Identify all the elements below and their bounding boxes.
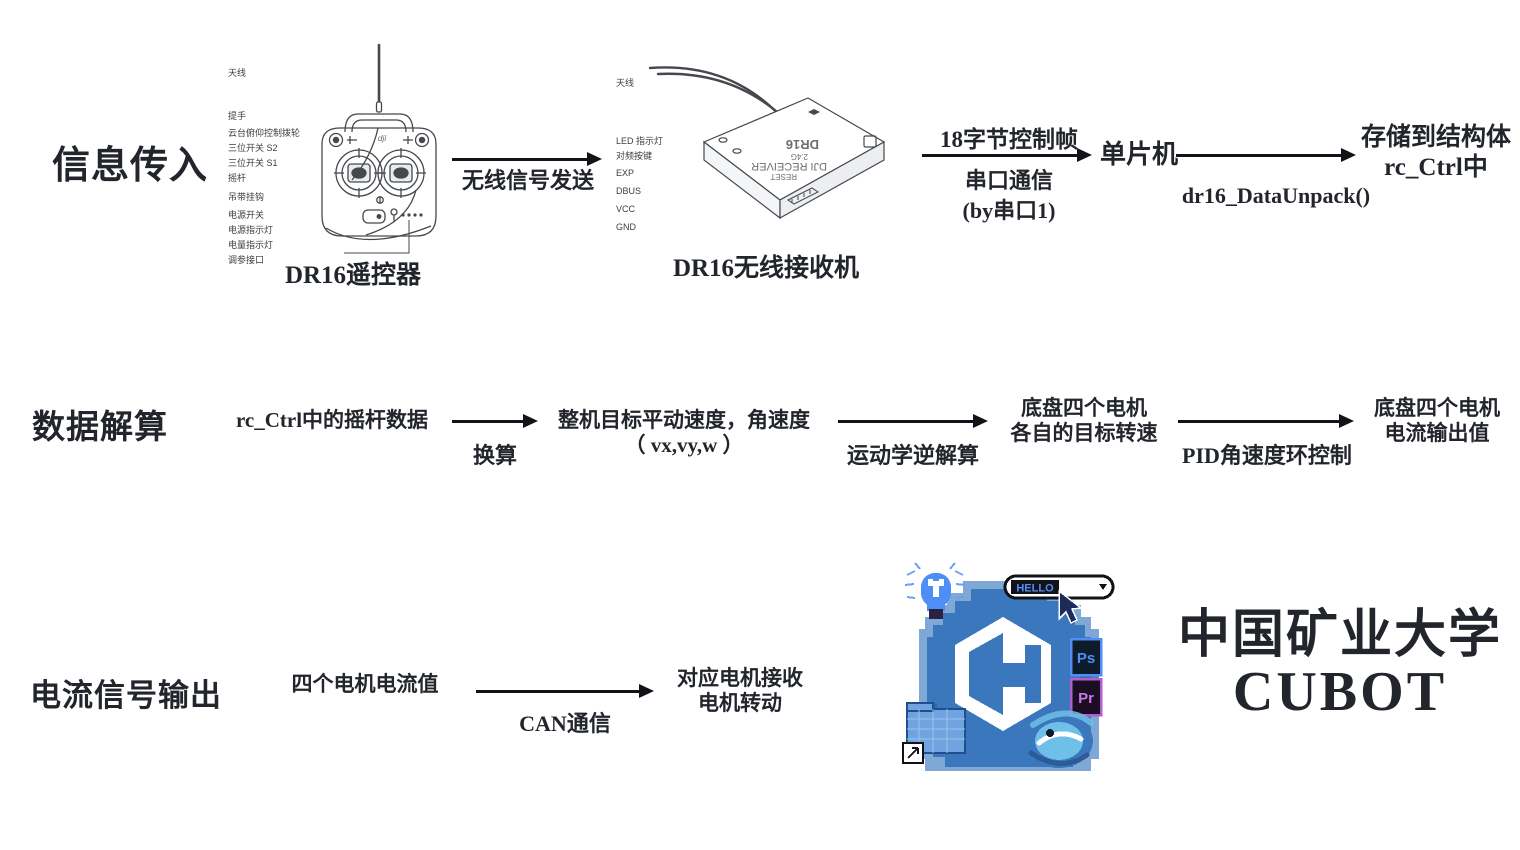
university-team-en: CUBOT bbox=[1232, 661, 1448, 724]
logo-folder-icon bbox=[902, 702, 966, 764]
leader-rx-vcc: VCC bbox=[616, 204, 636, 214]
leader-joystick: 摇杆 bbox=[228, 173, 247, 183]
arrow-unpack bbox=[1176, 148, 1356, 162]
arrow-unpack-label: dr16_DataUnpack() bbox=[1181, 183, 1371, 208]
arrow-can-label: CAN通信 bbox=[519, 711, 611, 736]
transmitter-caption: DR16遥控器 bbox=[284, 262, 422, 289]
cubot-logo-svg: HELLO Ps Pr bbox=[902, 562, 1115, 771]
leader-switch-s2: 三位开关 S2 bbox=[228, 143, 278, 153]
arrow-serial-label-below-2: (by串口1) bbox=[962, 198, 1056, 223]
node-motor-current-output-line2: 电流输出值 bbox=[1384, 420, 1490, 445]
node-store-line2: rc_Ctrl中 bbox=[1384, 153, 1488, 181]
arrow-wireless-send bbox=[452, 152, 602, 166]
row-label-data-solving: 数据解算 bbox=[32, 408, 168, 445]
logo-bulb-rays bbox=[904, 562, 966, 599]
leader-switch-s1: 三位开关 S1 bbox=[228, 158, 278, 168]
arrow-serial bbox=[922, 148, 1092, 162]
dr16-receiver-illustration: DR16 2.4G DJI RECEIVER RESET bbox=[612, 50, 902, 250]
logo-ps-badge: Ps bbox=[1069, 637, 1103, 677]
leader-battery-led: 电量指示灯 bbox=[228, 240, 274, 250]
leader-tuning-port: 调参接口 bbox=[228, 255, 265, 265]
svg-text:dji: dji bbox=[378, 133, 388, 143]
node-motor-target-rpm-line2: 各自的目标转速 bbox=[1010, 420, 1158, 445]
logo-ie-icon: e bbox=[1025, 710, 1094, 768]
row-label-information-input: 信息传入 bbox=[52, 145, 209, 187]
arrow-serial-label-below-1: 串口通信 bbox=[964, 168, 1053, 193]
logo-hello-text: HELLO bbox=[1016, 583, 1054, 595]
leader-gimbal-wheel: 云台俯仰控制拨轮 bbox=[228, 128, 301, 138]
logo-pr-badge: Pr bbox=[1069, 677, 1103, 717]
arrow-pid-control bbox=[1178, 414, 1354, 428]
arrow-serial-label-above: 18字节控制帧 bbox=[940, 127, 1078, 152]
node-rc-ctrl-stick-data: rc_Ctrl中的摇杆数据 bbox=[235, 408, 429, 432]
node-motor-current-output: 底盘四个电机 电流输出值 bbox=[1358, 396, 1516, 446]
row-label-current-output: 电流信号输出 bbox=[30, 678, 222, 713]
university-block: 中国矿业大学 CUBOT bbox=[1170, 606, 1510, 724]
svg-text:RESET: RESET bbox=[770, 172, 797, 181]
node-target-velocity-line2: （ vx,vy,w ） bbox=[624, 432, 744, 457]
arrow-inverse-kinematics-label: 运动学逆解算 bbox=[846, 443, 979, 468]
arrow-convert bbox=[452, 414, 538, 428]
logo-ps-text: Ps bbox=[1077, 650, 1095, 667]
node-motor-receive-line1: 对应电机接收 bbox=[677, 666, 803, 690]
svg-text:DJI RECEIVER: DJI RECEIVER bbox=[751, 160, 827, 172]
arrow-can bbox=[476, 684, 654, 698]
leader-rx-led: LED 指示灯 bbox=[616, 136, 664, 146]
receiver-caption: DR16无线接收机 bbox=[672, 255, 860, 282]
node-store-line1: 存储到结构体 bbox=[1360, 124, 1511, 151]
university-name-cn: 中国矿业大学 bbox=[1177, 606, 1502, 664]
node-motor-receive-line2: 电机转动 bbox=[698, 690, 782, 715]
arrow-convert-label: 换算 bbox=[472, 443, 517, 468]
node-motor-receive-rotate: 对应电机接收 电机转动 bbox=[660, 666, 820, 716]
node-mcu: 单片机 bbox=[1099, 140, 1178, 169]
svg-text:DR16: DR16 bbox=[786, 137, 819, 152]
leader-rx-gnd: GND bbox=[616, 222, 636, 232]
node-motor-current-output-line1: 底盘四个电机 bbox=[1374, 396, 1500, 420]
leader-antenna: 天线 bbox=[228, 68, 247, 78]
logo-cursor-icon bbox=[1058, 589, 1083, 625]
logo-lightbulb-icon bbox=[904, 562, 966, 619]
receiver-svg: DR16 2.4G DJI RECEIVER RESET bbox=[648, 66, 886, 220]
leader-rx-antenna: 天线 bbox=[616, 78, 635, 88]
leader-strap-hook: 吊带挂钩 bbox=[228, 192, 265, 202]
arrow-inverse-kinematics bbox=[838, 414, 988, 428]
node-motor-target-rpm-line1: 底盘四个电机 bbox=[1021, 396, 1147, 420]
leader-power-switch: 电源开关 bbox=[228, 210, 265, 220]
logo-hello-dropdown: HELLO bbox=[1003, 574, 1115, 600]
dr16-transmitter-illustration: dji bbox=[226, 40, 466, 270]
node-target-velocity: 整机目标平动速度，角速度 （ vx,vy,w ） bbox=[534, 408, 834, 458]
cubot-logo: HELLO Ps Pr bbox=[893, 553, 1128, 778]
transmitter-svg: dji bbox=[321, 43, 437, 254]
leader-power-led: 电源指示灯 bbox=[228, 225, 274, 235]
leader-rx-dbus: DBUS bbox=[616, 186, 642, 196]
leader-rx-exp: EXP bbox=[616, 168, 635, 178]
logo-pr-text: Pr bbox=[1078, 690, 1094, 707]
arrow-pid-control-label: PID角速度环控制 bbox=[1182, 443, 1352, 468]
arrow-wireless-send-label: 无线信号发送 bbox=[461, 168, 594, 193]
svg-text:2.4G: 2.4G bbox=[791, 152, 808, 161]
node-store-struct: 存储到结构体 rc_Ctrl中 bbox=[1356, 123, 1516, 182]
node-target-velocity-line1: 整机目标平动速度，角速度 bbox=[558, 408, 810, 432]
leader-rx-bind: 对频按键 bbox=[616, 151, 653, 161]
leader-handle: 提手 bbox=[228, 111, 247, 121]
node-four-motor-currents: 四个电机电流值 bbox=[291, 672, 439, 696]
node-motor-target-rpm: 底盘四个电机 各自的目标转速 bbox=[996, 396, 1172, 446]
logo-hex-h-cut bbox=[969, 633, 1041, 715]
